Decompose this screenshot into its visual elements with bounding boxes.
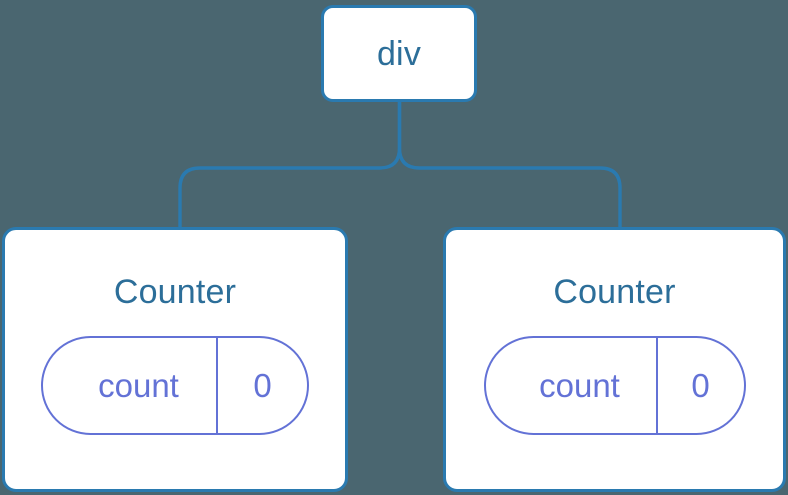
node-counter-left[interactable]: Counter count 0 [2,227,348,492]
state-key-right: count [486,338,658,433]
state-key-left: count [43,338,218,433]
state-value-right: 0 [691,367,710,404]
connector-to-right-counter [397,100,622,231]
node-div-label: div [376,34,422,73]
node-counter-right-label: Counter [553,273,676,311]
node-div[interactable]: div [321,5,477,102]
state-pill-left: count 0 [41,336,309,435]
node-counter-right[interactable]: Counter count 0 [443,227,786,492]
state-value-left: 0 [253,367,272,404]
state-pill-right: count 0 [483,336,746,435]
connector-to-left-counter [178,100,402,231]
node-counter-left-label: Counter [113,273,237,311]
